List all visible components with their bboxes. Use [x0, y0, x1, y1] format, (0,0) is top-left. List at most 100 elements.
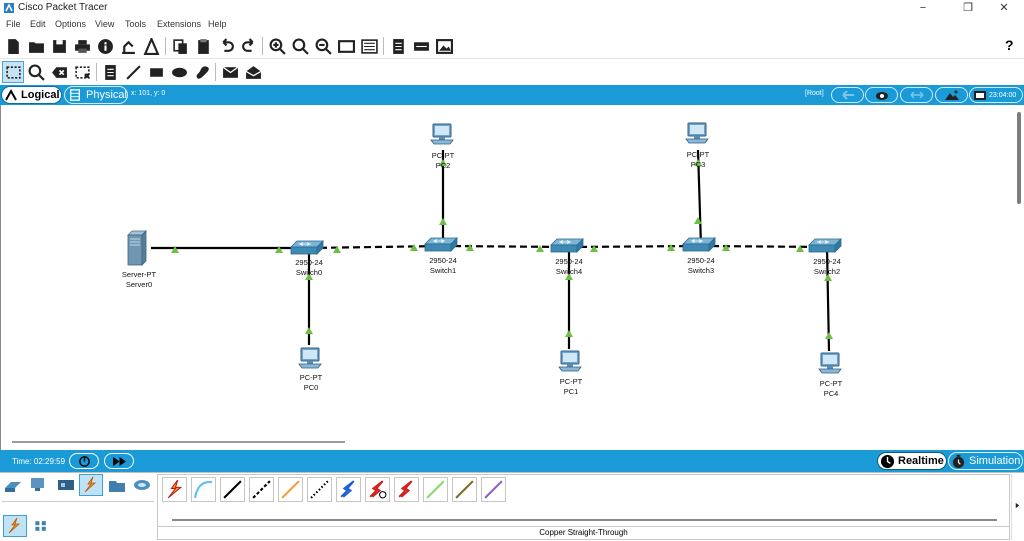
device-switch0[interactable]: 2950-24 Switch0: [290, 240, 324, 277]
zoom-out-icon[interactable]: [313, 36, 333, 56]
root-breadcrumb[interactable]: [Root]: [805, 90, 824, 97]
set-background-button[interactable]: [935, 87, 968, 103]
logical-workspace-canvas[interactable]: Server-PT Server0 2950-24 Switch0 2950-2…: [0, 105, 1024, 450]
open-folder-icon[interactable]: [26, 36, 46, 56]
menu-options[interactable]: Options: [55, 19, 87, 29]
draw-rectangle-icon[interactable]: [146, 62, 166, 82]
menu-tools[interactable]: Tools: [125, 19, 147, 29]
print-icon[interactable]: [72, 36, 92, 56]
end-devices-category-icon[interactable]: [27, 475, 49, 495]
serial-dce-icon[interactable]: [365, 477, 390, 502]
custom-devices-icon[interactable]: [359, 36, 379, 56]
save-icon[interactable]: [49, 36, 69, 56]
add-simple-pdu-icon[interactable]: [220, 62, 240, 82]
paste-icon[interactable]: [193, 36, 213, 56]
resize-shape-icon[interactable]: [72, 62, 92, 82]
serial-dte-icon[interactable]: [394, 477, 419, 502]
connections-subcategory-icon[interactable]: [3, 515, 27, 537]
restore-button[interactable]: ❐: [963, 2, 973, 14]
draw-ellipse-icon[interactable]: [169, 62, 189, 82]
coaxial-cable-icon[interactable]: [336, 477, 361, 502]
network-devices-category-icon[interactable]: [2, 475, 24, 495]
image-icon[interactable]: [434, 36, 454, 56]
usb-cable-icon[interactable]: [481, 477, 506, 502]
copy-icon[interactable]: [170, 36, 190, 56]
link-switch0-switch1[interactable]: [308, 244, 444, 250]
miscellaneous-category-icon[interactable]: [106, 475, 128, 495]
menu-file[interactable]: File: [6, 19, 21, 29]
workspace-vertical-scrollbar[interactable]: [1017, 112, 1021, 204]
close-button[interactable]: ✕: [999, 2, 1009, 14]
simulation-mode-tab[interactable]: Simulation: [948, 452, 1023, 470]
device-server0[interactable]: Server-PT Server0: [122, 230, 157, 289]
workspace-horizontal-scrollbar[interactable]: [12, 441, 345, 443]
device-model-label: 2950-24: [813, 257, 841, 266]
connections-category-icon[interactable]: [79, 474, 103, 496]
back-button[interactable]: [831, 87, 864, 103]
device-name-label: Switch4: [556, 267, 582, 276]
link-switch4-switch3[interactable]: [568, 244, 702, 249]
packet-tracer-logo-icon: [4, 3, 14, 13]
power-cycle-button[interactable]: [69, 453, 99, 469]
device-pc1[interactable]: PC-PT PC1: [558, 350, 583, 396]
menu-bar: File Edit Options View Tools Extensions …: [0, 17, 1024, 33]
device-switch1[interactable]: 2950-24 Switch1: [424, 237, 458, 275]
notes-icon[interactable]: [388, 36, 408, 56]
place-note-icon[interactable]: [100, 62, 120, 82]
connection-panel-scrollbar[interactable]: [172, 519, 997, 521]
phone-cable-icon[interactable]: [307, 477, 332, 502]
console-cable-icon[interactable]: [191, 477, 216, 502]
physical-view-icon: [70, 89, 80, 101]
device-pc2[interactable]: PC-PT PC2: [430, 123, 455, 170]
info-icon[interactable]: [95, 36, 115, 56]
pdu-list-icon[interactable]: [411, 36, 431, 56]
drawing-palette-icon[interactable]: [336, 36, 356, 56]
fiber-cable-icon[interactable]: [278, 477, 303, 502]
move-object-button[interactable]: [900, 87, 933, 103]
freeform-icon[interactable]: [192, 62, 212, 82]
zoom-in-icon[interactable]: [267, 36, 287, 56]
device-switch3[interactable]: 2950-24 Switch3: [682, 237, 716, 275]
bottom-panel-scrollbar[interactable]: [1011, 474, 1023, 540]
tab-physical[interactable]: Physical: [64, 86, 128, 104]
add-complex-pdu-icon[interactable]: [243, 62, 263, 82]
device-pc3[interactable]: PC-PT PC3: [685, 122, 710, 169]
device-switch4[interactable]: 2950-24 Switch4: [550, 238, 584, 276]
fast-forward-button[interactable]: [104, 453, 134, 469]
menu-extensions[interactable]: Extensions: [157, 19, 202, 29]
realtime-mode-tab[interactable]: Realtime: [877, 452, 947, 470]
device-switch2[interactable]: 2950-24 Switch2: [808, 238, 842, 276]
device-pc0[interactable]: PC-PT PC0: [298, 347, 323, 392]
select-tool-icon[interactable]: [2, 61, 24, 83]
link-switch1-switch4[interactable]: [442, 244, 570, 249]
device-pc4[interactable]: PC-PT PC4: [818, 352, 843, 398]
components-category-icon[interactable]: [55, 475, 77, 495]
new-file-icon[interactable]: [3, 36, 23, 56]
copper-straight-through-icon[interactable]: [220, 477, 245, 502]
help-button[interactable]: ?: [1005, 37, 1014, 53]
iot-custom-cable-icon[interactable]: [452, 477, 477, 502]
undo-icon[interactable]: [216, 36, 236, 56]
tab-logical[interactable]: Logical: [1, 86, 62, 104]
octal-cable-icon[interactable]: [423, 477, 448, 502]
delete-icon[interactable]: [49, 62, 69, 82]
simulation-stopwatch-icon: [952, 454, 965, 468]
menu-view[interactable]: View: [95, 19, 115, 29]
minimize-button[interactable]: −: [919, 2, 927, 14]
device-type-selection-panel: Copper Straight-Through: [0, 472, 1024, 541]
automatic-connection-icon[interactable]: [162, 477, 187, 502]
inspect-icon[interactable]: [26, 62, 46, 82]
draw-line-icon[interactable]: [123, 62, 143, 82]
structured-cabling-icon[interactable]: [30, 516, 52, 536]
activity-wizard-icon[interactable]: [118, 36, 138, 56]
multiuser-category-icon[interactable]: [131, 475, 153, 495]
copper-cross-over-icon[interactable]: [249, 477, 274, 502]
network-info-icon[interactable]: [141, 36, 161, 56]
menu-edit[interactable]: Edit: [30, 19, 46, 29]
new-cluster-button[interactable]: [865, 87, 898, 103]
menu-help[interactable]: Help: [208, 19, 227, 29]
zoom-reset-icon[interactable]: [290, 36, 310, 56]
redo-icon[interactable]: [239, 36, 259, 56]
link-switch3-switch2[interactable]: [700, 244, 828, 249]
device-model-label: PC-PT: [820, 379, 843, 388]
